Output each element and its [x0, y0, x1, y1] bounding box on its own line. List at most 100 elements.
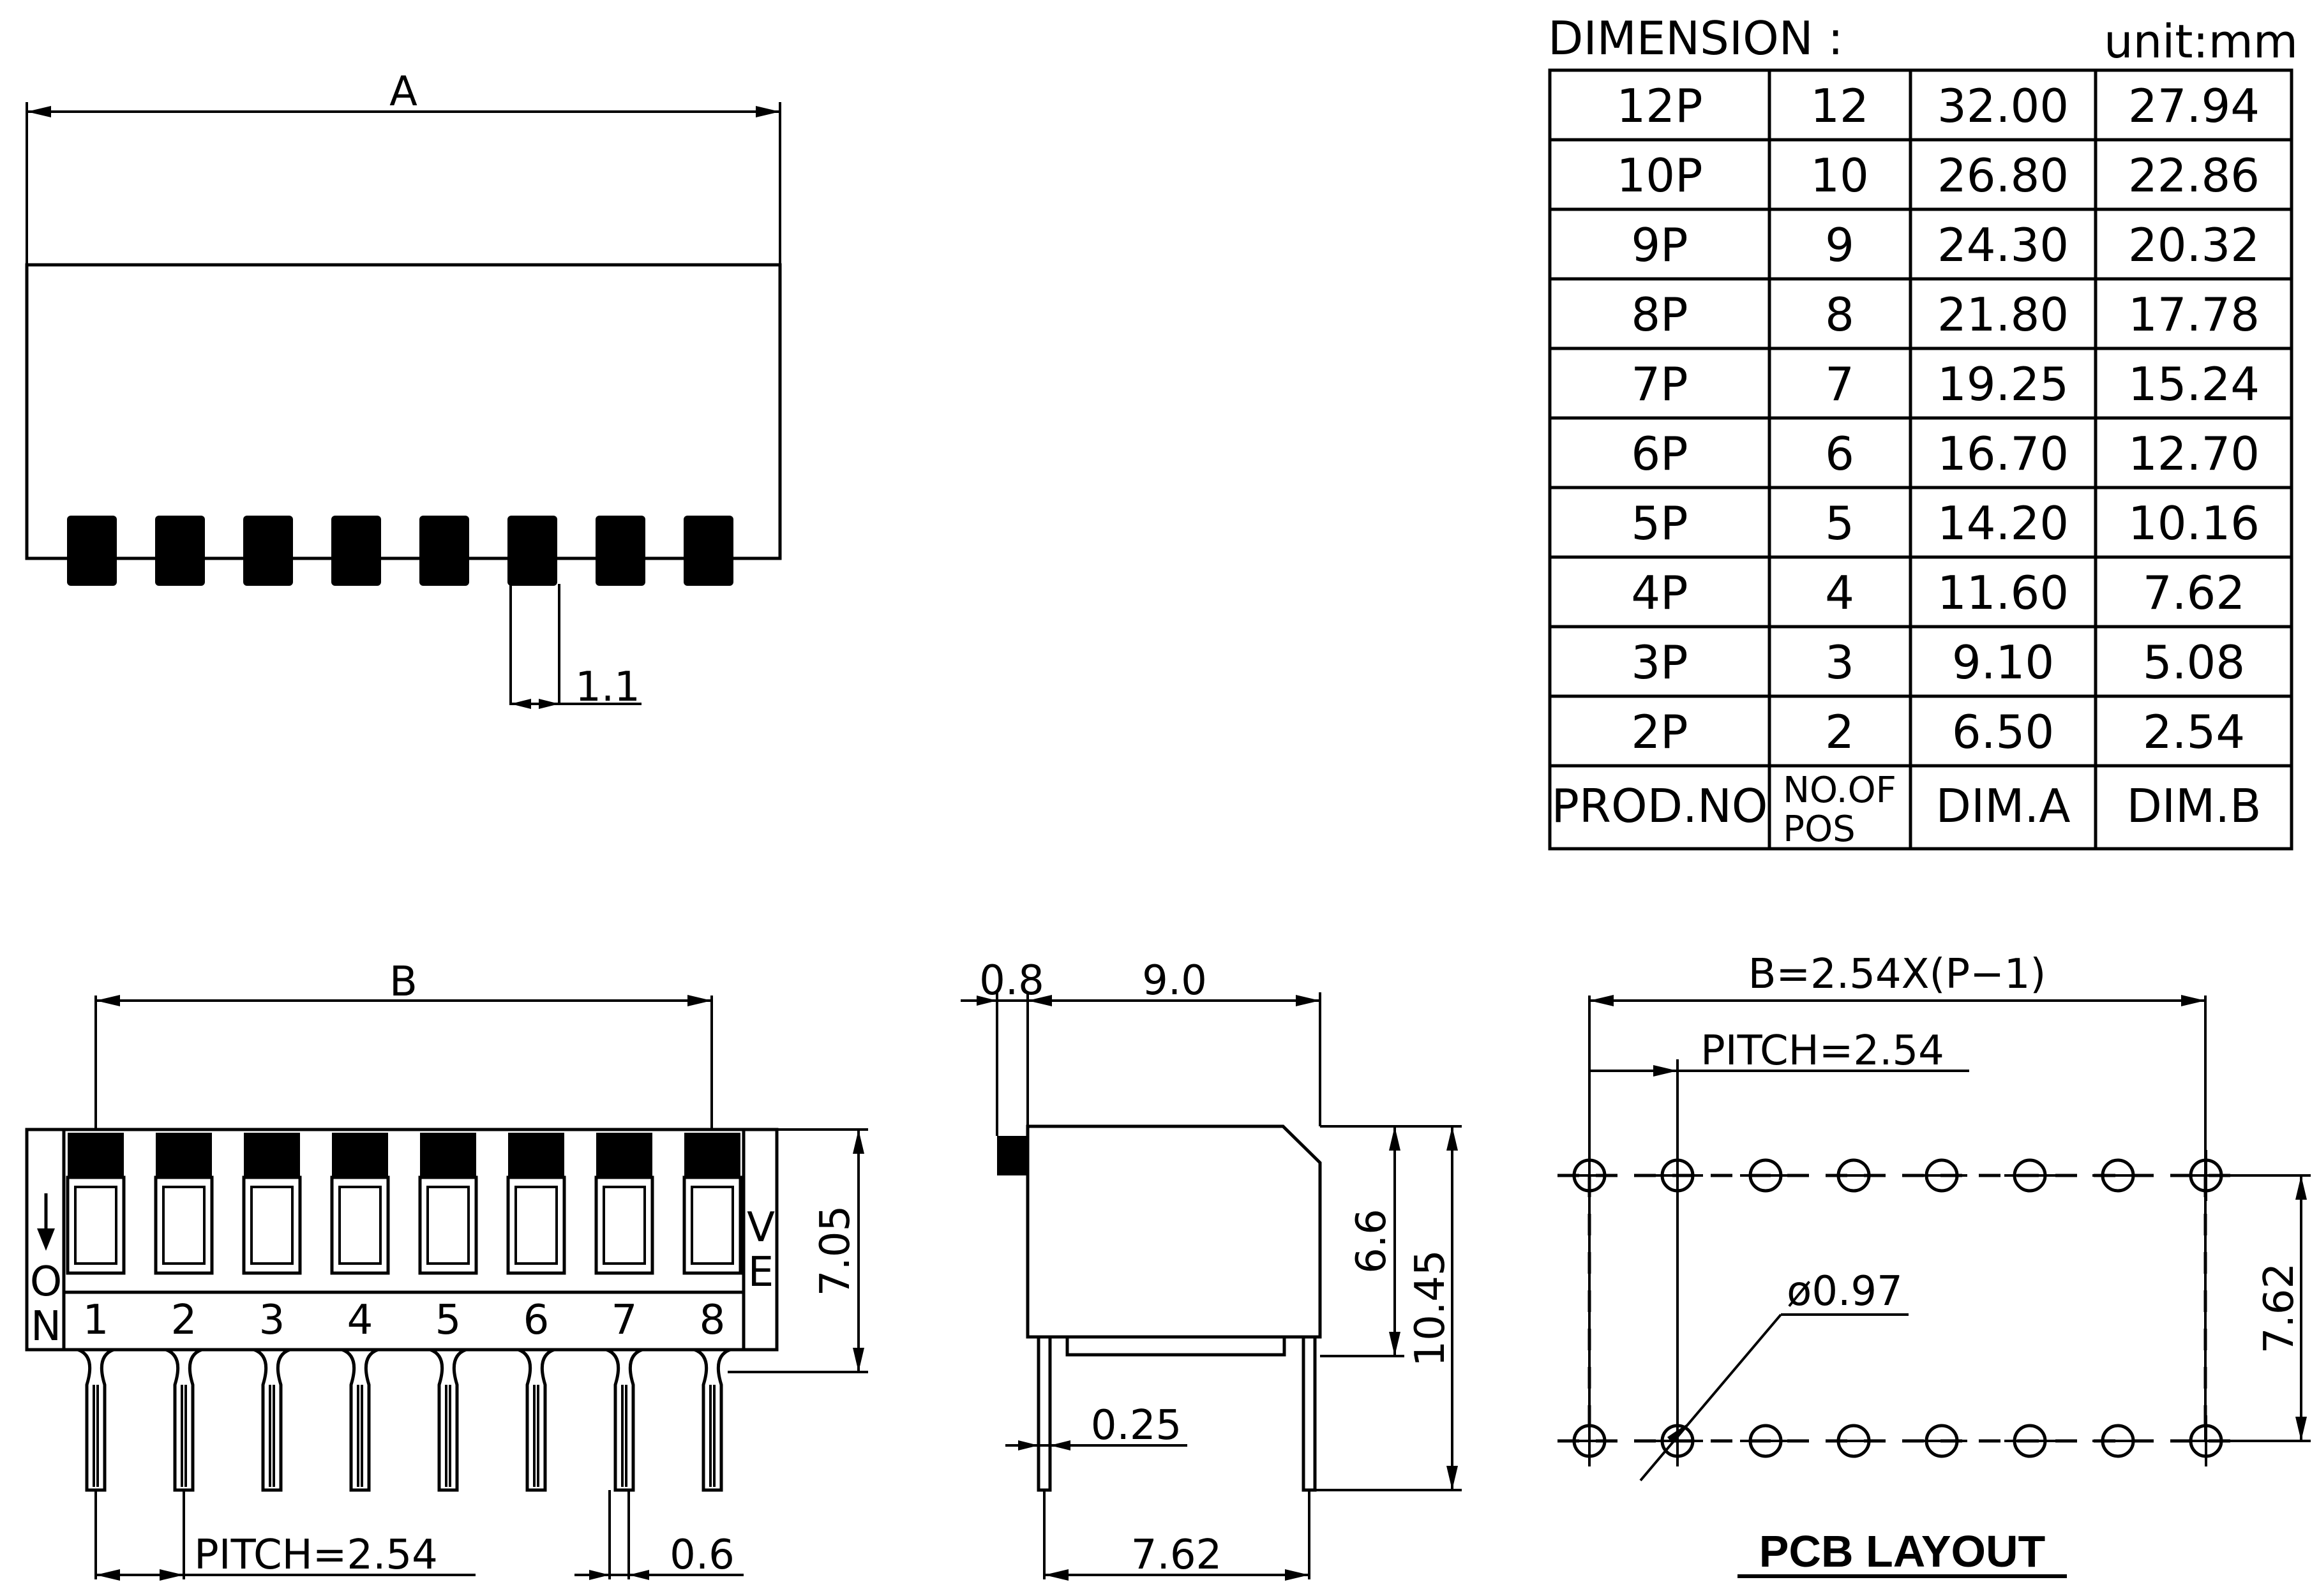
pcb-layout-title: PCB LAYOUT [1759, 1526, 2046, 1576]
table-cell-dim-a: 6.50 [1952, 705, 2054, 759]
table-cell-pos: 9 [1825, 218, 1854, 272]
pcb-hole [1828, 1424, 1879, 1458]
actuator-top [243, 516, 293, 586]
table-cell-prod: 3P [1631, 636, 1688, 689]
table-cell-prod: 4P [1631, 566, 1688, 620]
pcb-hole [2004, 1424, 2055, 1458]
dim-actuator-08: 0.8 [979, 957, 1044, 1004]
table-cell-dim-a: 32.00 [1937, 79, 2069, 133]
front-switch [506, 1133, 566, 1275]
front-switch [418, 1133, 478, 1275]
table-header-row: PROD.NO NO.OF POS DIM.A DIM.B [1552, 770, 2262, 850]
table-cell-dim-a: 24.30 [1937, 218, 2069, 272]
side-pin-right [1302, 1335, 1317, 1492]
table-unit: unit:mm [2104, 15, 2298, 68]
side-letter-e: E [748, 1249, 774, 1296]
table-cell-pos: 2 [1825, 705, 1854, 759]
table-cell-pos: 10 [1810, 149, 1869, 202]
switch-body-side [1026, 1124, 1322, 1339]
front-switch [594, 1133, 654, 1275]
front-pitch-label: PITCH=2.54 [194, 1532, 438, 1579]
table-cell-dim-b: 2.54 [2143, 705, 2245, 759]
header-prod-no: PROD.NO [1552, 779, 1768, 833]
table-cell-dim-a: 19.25 [1937, 357, 2069, 411]
table-cell-dim-b: 10.16 [2128, 496, 2260, 550]
table-cell-prod: 5P [1631, 496, 1688, 550]
pcb-hole [2092, 1424, 2143, 1458]
switch-number: 7 [612, 1297, 638, 1344]
switch-number: 2 [171, 1297, 197, 1344]
actuator-top [331, 516, 381, 586]
pcb-hole [1740, 1424, 1791, 1458]
table-cell-dim-a: 26.80 [1937, 149, 2069, 202]
front-pin [253, 1348, 291, 1492]
front-pin [341, 1348, 379, 1492]
switch-number: 8 [700, 1297, 726, 1344]
front-pin [605, 1348, 643, 1492]
dim-pin-width: 0.6 [670, 1532, 735, 1579]
top-view: A 1.1 [25, 68, 782, 711]
table-cell-dim-b: 7.62 [2143, 566, 2245, 620]
pcb-hole [2004, 1158, 2055, 1193]
actuator-front [156, 1133, 212, 1177]
switch-body-top [25, 263, 782, 560]
front-switch [154, 1133, 214, 1275]
dim-total-height-1045: 10.45 [1407, 1249, 1454, 1366]
table-grid [1548, 68, 2293, 851]
actuator-front [332, 1133, 388, 1177]
top-actuators [67, 516, 733, 586]
table-cell-dim-a: 14.20 [1937, 496, 2069, 550]
front-pin [693, 1348, 732, 1492]
pcb-hole-diameter: ø0.97 [1787, 1268, 1903, 1315]
table-cell-pos: 4 [1825, 566, 1854, 620]
front-pin [517, 1348, 555, 1492]
actuator-front [420, 1133, 476, 1177]
table-cell-prod: 10P [1616, 149, 1702, 202]
table-cell-prod: 2P [1631, 705, 1688, 759]
pcb-hole [1564, 1415, 1615, 1466]
front-switches [66, 1133, 742, 1275]
actuator-front [508, 1133, 564, 1177]
front-switch [682, 1133, 742, 1275]
front-switch [330, 1133, 390, 1275]
table-cell-pos: 7 [1825, 357, 1854, 411]
table-cell-dim-b: 17.78 [2128, 288, 2260, 341]
switch-number: 4 [347, 1297, 373, 1344]
front-pin [429, 1348, 467, 1492]
actuator-top [507, 516, 557, 586]
front-pin [77, 1348, 115, 1492]
table-cell-dim-b: 20.32 [2128, 218, 2260, 272]
actuator-front [684, 1133, 740, 1177]
front-pin [165, 1348, 203, 1492]
switch-body-front [25, 1128, 779, 1352]
pcb-hole [1916, 1424, 1967, 1458]
pcb-hole [2092, 1158, 2143, 1193]
actuator-front [596, 1133, 652, 1177]
header-no-of: NO.OF [1783, 770, 1896, 811]
dim-height-705: 7.05 [812, 1205, 859, 1297]
front-switch [242, 1133, 302, 1275]
table-cell-pos: 6 [1825, 427, 1854, 481]
pcb-hole [1652, 1150, 1703, 1201]
table-cell-dim-b: 22.86 [2128, 149, 2260, 202]
table-cell-pos: 8 [1825, 288, 1854, 341]
header-pos: POS [1783, 809, 1855, 850]
side-letter-v: V [747, 1204, 775, 1251]
actuator-top [684, 516, 733, 586]
table-row: 10P 10 26.80 22.86 [1616, 149, 2260, 202]
table-heading: DIMENSION : [1548, 11, 1843, 65]
side-view: 0.8 9.0 6.6 10.45 0.25 7.62 [961, 957, 1462, 1581]
table-cell-dim-a: 9.10 [1952, 636, 2054, 689]
pcb-hole [1828, 1158, 1879, 1193]
side-pin-left [1037, 1335, 1052, 1492]
pcb-layout: B=2.54X(P−1) PITCH=2.54 ø0.97 7.62 PCB L… [1557, 951, 2311, 1578]
table-cell-pos: 12 [1810, 79, 1869, 133]
